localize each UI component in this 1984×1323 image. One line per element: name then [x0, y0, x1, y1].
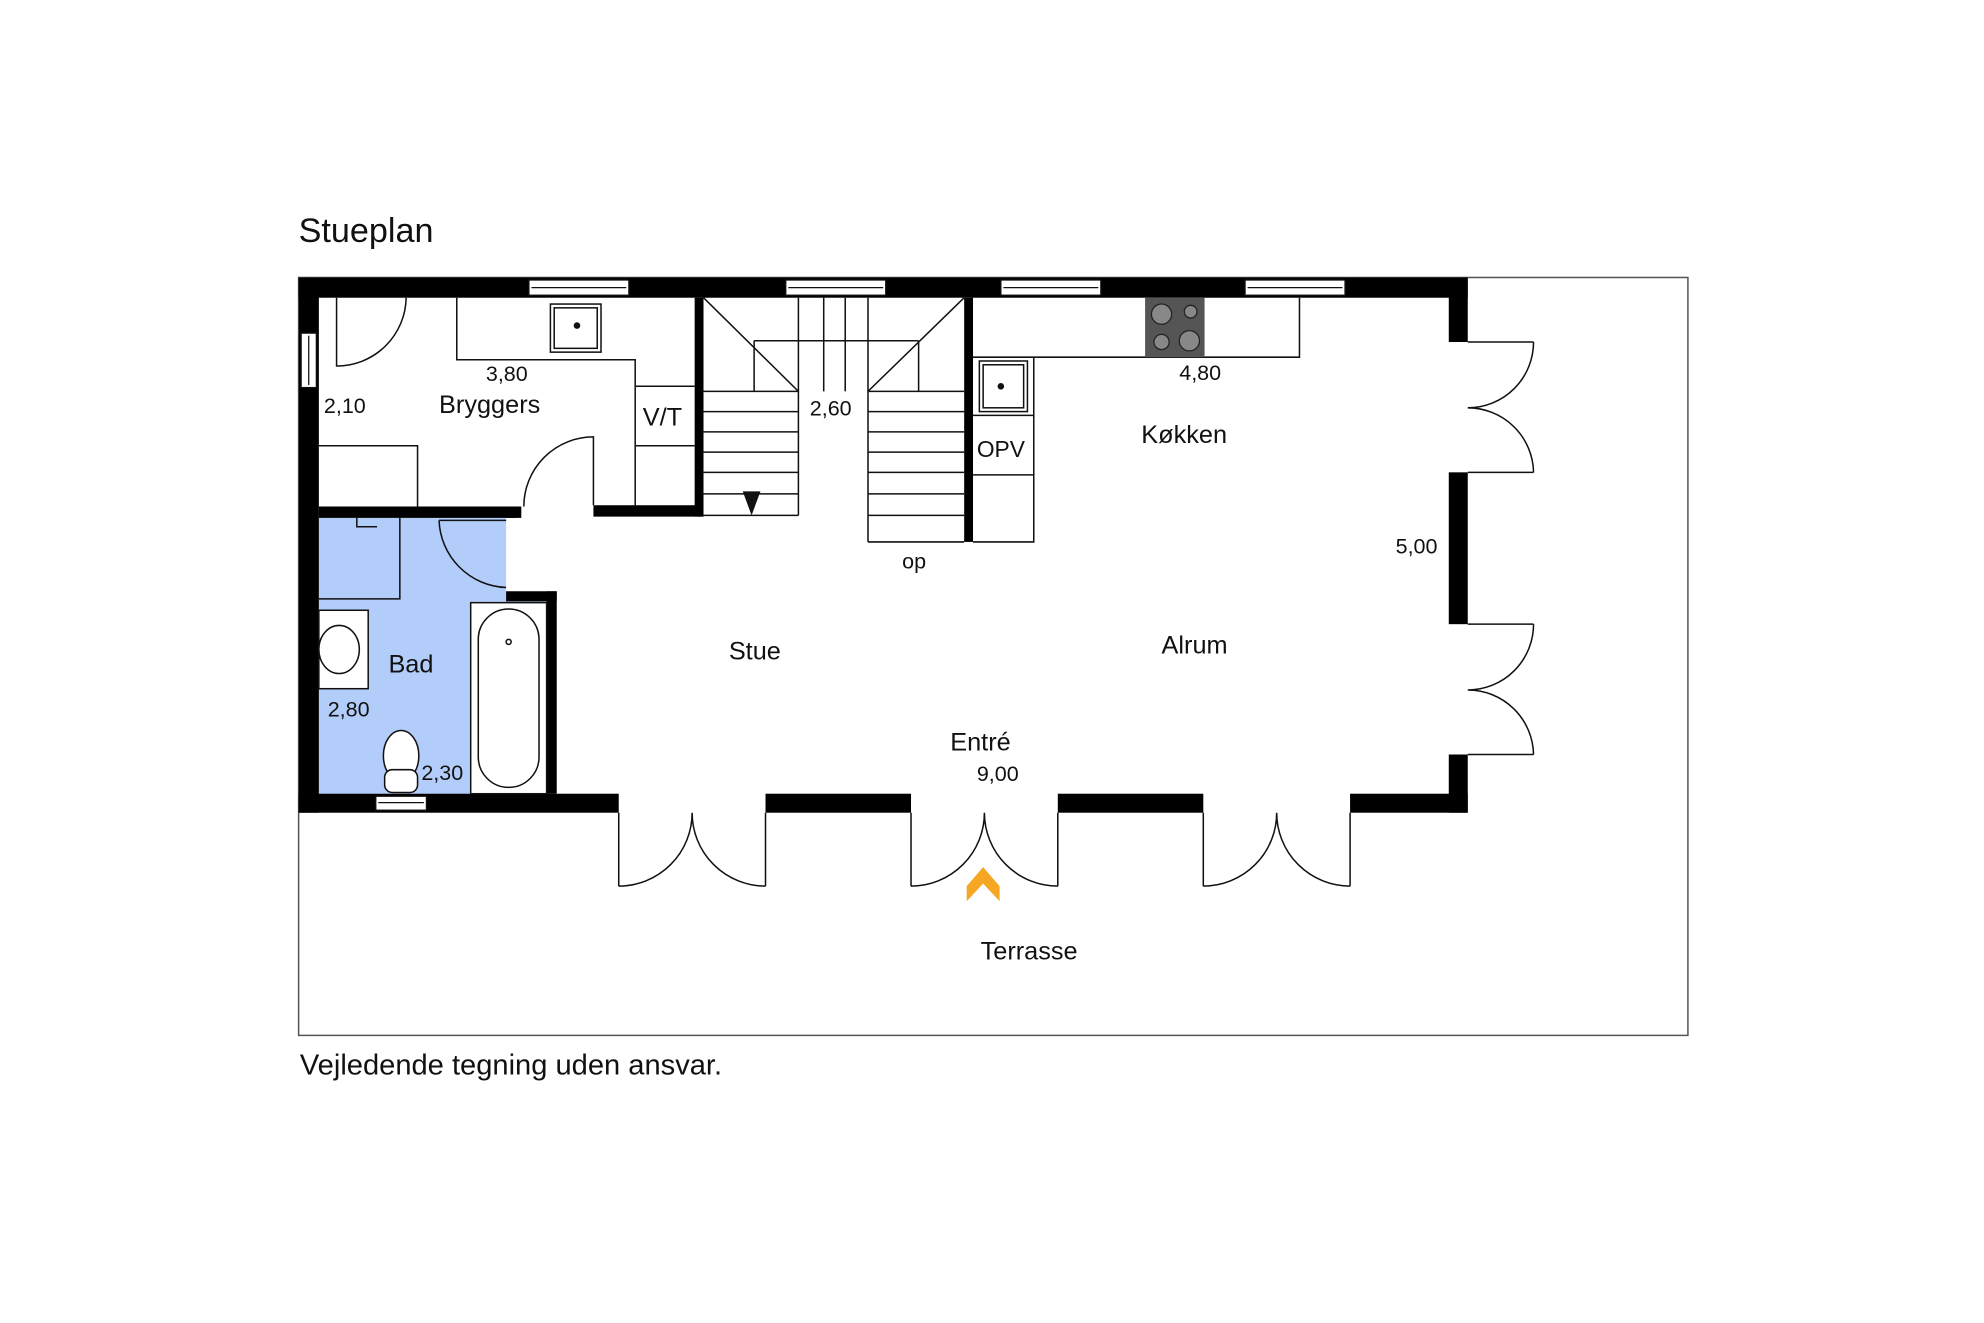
dimension-stair-width: 2,60 — [810, 396, 852, 420]
dimension-bad-width: 2,30 — [421, 761, 463, 785]
room-label-terrasse: Terrasse — [981, 937, 1078, 965]
interior-walls — [318, 297, 974, 794]
room-label-opv: OPV — [977, 436, 1026, 462]
room-label-vt: V/T — [643, 404, 682, 432]
dimension-bryggers-width: 3,80 — [486, 362, 528, 386]
room-label-entre: Entré — [950, 729, 1010, 757]
plan-title: Stueplan — [299, 212, 434, 250]
room-label-alrum: Alrum — [1162, 631, 1228, 659]
dimension-koekken-width: 4,80 — [1179, 361, 1221, 385]
staircase — [702, 297, 965, 543]
bathroom-fittings — [318, 517, 548, 795]
terrace-doors — [617, 341, 1535, 887]
bryggers-fittings — [318, 297, 695, 507]
dimension-bryggers-depth: 2,10 — [324, 394, 366, 418]
room-label-bad: Bad — [388, 650, 433, 678]
dimension-alrum-depth: 5,00 — [1396, 534, 1438, 558]
room-label-stue: Stue — [729, 638, 781, 666]
dimension-bad-depth: 2,80 — [328, 698, 370, 722]
kitchen-fittings — [973, 297, 1301, 543]
dimension-total-width: 9,00 — [977, 762, 1019, 786]
entrance-arrow-icon — [966, 867, 1000, 902]
stairs-label: op — [902, 550, 926, 574]
room-label-koekken: Køkken — [1141, 421, 1227, 449]
cooktop-icon — [1145, 297, 1205, 358]
windows — [300, 279, 1346, 811]
disclaimer: Vejledende tegning uden ansvar. — [300, 1050, 722, 1082]
room-label-bryggers: Bryggers — [439, 391, 540, 419]
